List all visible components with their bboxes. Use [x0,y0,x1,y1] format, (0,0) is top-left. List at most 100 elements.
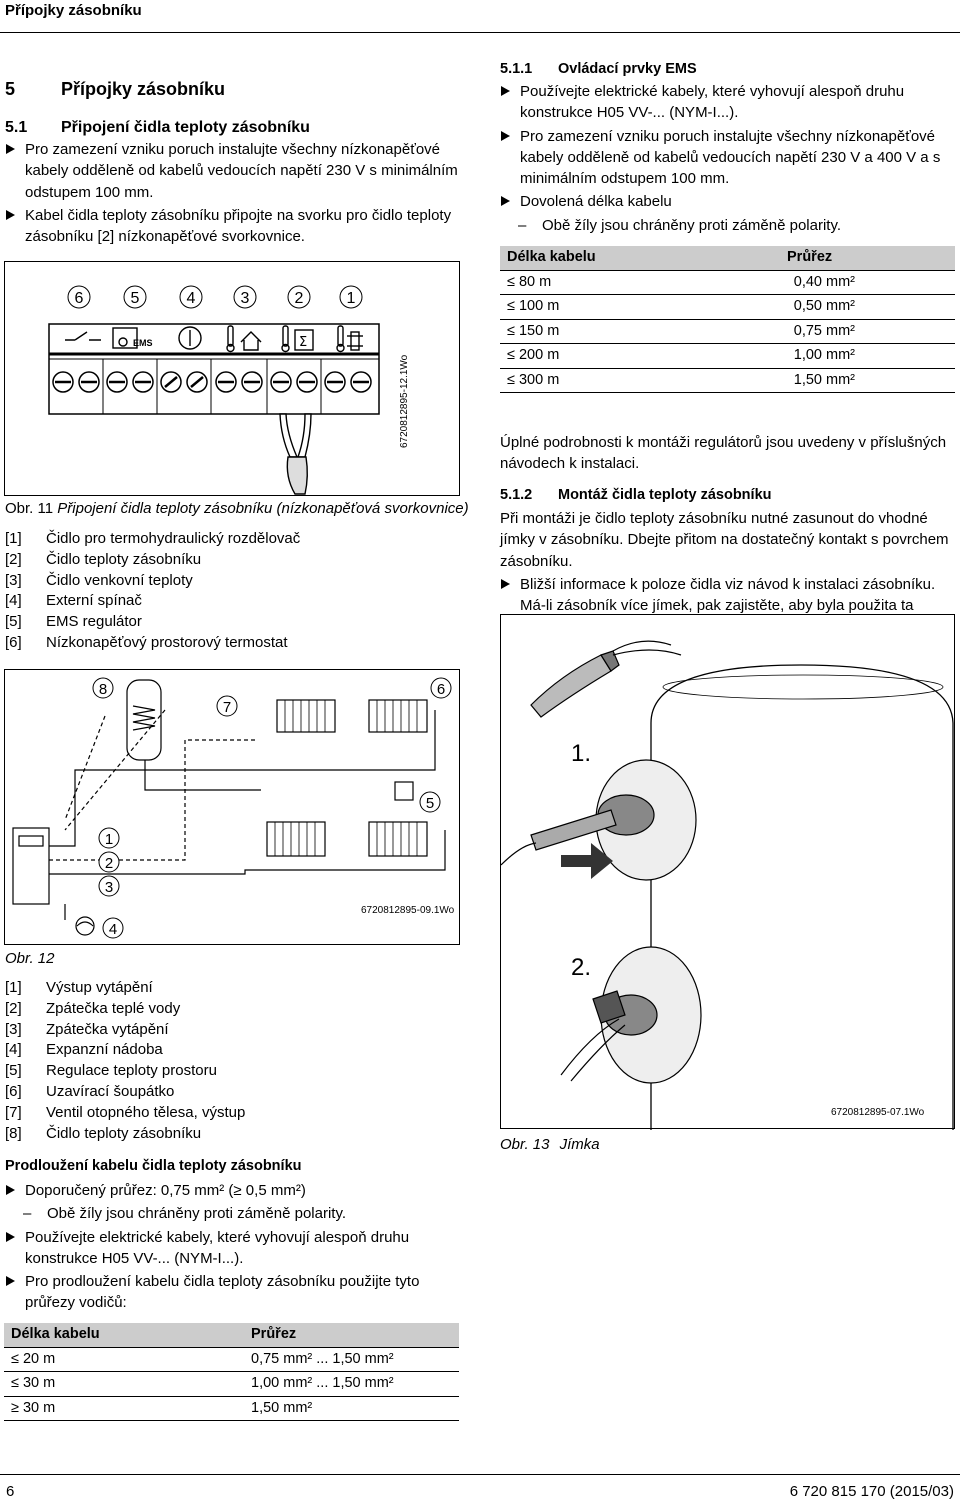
expansion-vessel [75,916,95,936]
running-header: Přípojky zásobníku [5,2,142,19]
fig13-caption-prefix: Obr. 13 [500,1136,550,1153]
fig11-label: 2 [295,290,304,307]
legend-item: [8]Čidlo teploty zásobníku [5,1124,202,1142]
legend-item: [5]Regulace teploty prostoru [5,1062,217,1080]
fig12-label: 3 [105,879,113,896]
fig13-caption: Obr. 13 Jímka [500,1134,600,1155]
terminal-block-body [48,323,380,415]
fig12-legend: [1]Výstup vytápění [2]Zpátečka teplé vod… [5,978,460,1144]
terminal-screws [52,359,372,414]
radiator [276,699,336,733]
boiler [12,827,50,905]
page-number: 6 [6,1483,15,1500]
fig11-caption-prefix: Obr. 11 [5,500,54,517]
bullet-item: Kabel čidla teploty zásobníku připojte n… [5,205,460,248]
table-header: Délka kabelu [4,1323,244,1347]
table-header-row: Délka kabelu Průřez [500,246,955,270]
legend-item: [5]EMS regulátor [5,613,142,631]
svg-text:Σ: Σ [299,335,307,350]
section-5-number: 5 [5,79,16,99]
fig12-label: 5 [426,795,434,812]
dash-item: Obě žíly jsou chráněny proti záměně pola… [500,215,955,237]
extension-body: Doporučený průřez: 0,75 mm² (≥ 0,5 mm²) … [5,1180,460,1314]
legend-item: [7]Ventil otopného tělesa, výstup [5,1103,246,1121]
fig11-label: 1 [347,290,356,307]
bullet-item: Používejte elektrické kabely, které vyho… [5,1227,460,1270]
legend-item: [3]Zpátečka vytápění [5,1020,169,1038]
arrow-icon [561,843,613,879]
footer-rule [0,1474,960,1475]
section-5-1-2-body: Při montáži je čidlo teploty zásobníku n… [500,508,955,638]
figure-11: 6 5 4 3 2 1 EMS Σ [4,261,460,496]
bullet-item: Bližší informace k poloze čidla viz návo… [500,574,955,595]
storage-tank-outline [650,664,954,1130]
legend-item: [1]Čidlo pro termohydraulický rozdělovač [5,530,301,547]
switch-icon [65,331,101,341]
storage-tank [126,679,162,761]
radiator [368,699,428,733]
extension-heading: Prodloužení kabelu čidla teploty zásobní… [5,1158,302,1174]
section-5-1-1-note: Úplné podrobnosti k montáži regulátorů j… [500,434,947,473]
legend-item: [2]Čidlo teploty zásobníku [5,550,202,568]
sensor-cable [279,413,312,495]
legend-item: [6]Nízkonapěťový prostorový termostat [5,633,288,651]
fig12-caption: Obr. 12 [5,950,55,967]
well-detail-1 [500,759,697,881]
fig11-label: 4 [187,290,196,307]
section-5-1-2-title: Montáž čidla teploty zásobníku [558,487,772,503]
well-detail-2 [560,946,702,1084]
sensor-probe [530,640,682,718]
step-2-label: 2. [571,954,591,981]
radiator [368,821,428,857]
fig12-label: 7 [223,699,231,716]
fig13-caption-text: Jímka [559,1136,600,1153]
table-header: Průřez [244,1323,459,1347]
legend-item: [4]Expanzní nádoba [5,1041,163,1059]
fig11-legend: [1]Čidlo pro termohydraulický rozdělovač… [5,529,460,654]
bullet-item: Pro zamezení vzniku poruch instalujte vš… [500,126,955,190]
fig12-labels: 8 7 6 5 1 2 3 4 [92,677,452,939]
fig11-code: 6720812895-12.1Wo [399,354,410,448]
ems-label: EMS [133,338,153,348]
legend-item: [3]Čidlo venkovní teploty [5,571,193,589]
fig11-label: 5 [131,290,140,307]
fig11-caption-text: Připojení čidla teploty zásobníku (nízko… [57,500,469,517]
bullet-item: Dovolená délka kabelu [500,191,955,212]
table-header: Průřez [780,246,955,270]
radiator [266,821,326,857]
section-5-1-2-heading: 5.1.2 Montáž čidla teploty zásobníku [500,485,772,506]
fig12-label: 8 [99,681,107,698]
section-5-1-1-body: Používejte elektrické kabely, které vyho… [500,81,955,236]
fig11-label: 3 [241,290,250,307]
legend-item: [1]Výstup vytápění [5,979,153,996]
fig11-caption: Obr. 11 Připojení čidla teploty zásobník… [5,498,469,519]
figure-12: 8 7 6 5 1 2 3 4 6720812895-09.1Wo [4,669,460,945]
fig12-label: 4 [109,921,117,938]
sensor-well-illustration: 1. 2. 6720812895-07.1Wo [500,640,954,1130]
section-5-1-2-number: 5.1.2 [500,487,533,503]
heating-system-diagram: 8 7 6 5 1 2 3 4 6720812895-09.1Wo [12,677,455,939]
bullet-item: Pro prodloužení kabelu čidla teploty zás… [5,1271,460,1314]
step-1-label: 1. [571,740,591,767]
section-5-1-1-title: Ovládací prvky EMS [558,61,697,77]
legend-item: [2]Zpátečka teplé vody [5,999,181,1017]
section-5-1-bullets: Pro zamezení vzniku poruch instalujte vš… [5,139,460,247]
fig13-code: 6720812895-07.1Wo [831,1107,925,1118]
fig12-label: 6 [437,681,445,698]
terminal-symbols: EMS Σ [65,325,363,353]
table-header: Délka kabelu [500,246,780,270]
fig12-label: 1 [105,831,113,848]
